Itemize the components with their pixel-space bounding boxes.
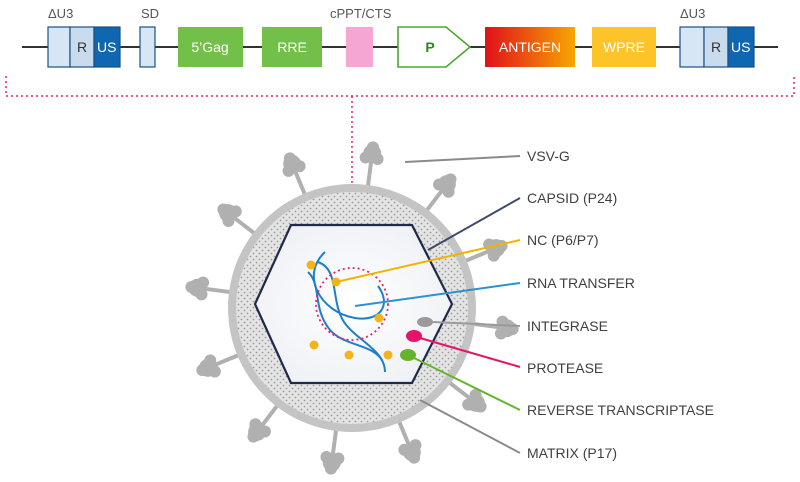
rre-block	[262, 27, 322, 67]
vsvg-spike-head	[469, 389, 482, 402]
vsvg-spike-head	[258, 425, 271, 438]
rt-callout-line	[413, 357, 521, 411]
vsvg-spike-head	[282, 164, 295, 177]
right-ltr-us-label: US	[731, 39, 750, 55]
vsvg-spike-head	[196, 364, 209, 377]
right-ltr-r-label: R	[711, 39, 721, 55]
vsvg-spike-head	[283, 152, 296, 165]
capsid-hexagon	[253, 223, 454, 385]
capsid-label: CAPSID (P24)	[527, 190, 617, 206]
vsvg-spike-head	[367, 141, 380, 154]
left-ltr: ΔU3 R US	[47, 6, 121, 68]
wpre-element: WPRE	[592, 27, 656, 67]
vsvg-spike-head	[444, 173, 457, 186]
integrase-callout-line	[432, 321, 521, 327]
vsvg-spike-head	[204, 354, 217, 367]
vsvg-spike-head	[442, 185, 455, 198]
protease-callout-line	[419, 337, 521, 368]
matrix-callout-line	[419, 399, 521, 454]
vsvg-spike-head	[229, 205, 242, 218]
left-ltr-r-label: R	[77, 39, 87, 55]
vsvg-callout-line	[404, 155, 521, 163]
vsvg-spike-head	[359, 151, 372, 164]
vsvg-spike-head	[371, 153, 384, 166]
left-ltr-us-label: US	[97, 39, 116, 55]
left-ltr-top-label: ΔU3	[48, 6, 73, 21]
vsvg-spike-head	[332, 452, 345, 465]
rt-label: REVERSE TRANSCRIPTASE	[527, 402, 714, 418]
capsid-callout-line	[427, 197, 521, 251]
right-ltr-us-block	[727, 26, 755, 68]
wpre-block	[592, 27, 656, 67]
construct-bracket	[5, 76, 795, 97]
antigen-element: ANTIGEN	[485, 27, 575, 67]
promoter-arrow	[397, 26, 472, 68]
promoter-label: P	[425, 39, 434, 55]
protease-label: PROTEASE	[527, 360, 603, 376]
integrase-label: INTEGRASE	[527, 318, 608, 334]
vsvg-spike-head	[494, 327, 507, 340]
matrix-label: MATRIX (P17)	[527, 445, 617, 461]
nc-callout-line	[335, 239, 521, 283]
vsvg-spike-head	[320, 450, 333, 463]
promoter-element: P	[397, 26, 472, 68]
nc-proteins	[306, 260, 393, 360]
right-ltr-u3-block	[679, 26, 705, 68]
cppt-element: cPPT/CTS	[330, 6, 392, 67]
right-ltr-r-block	[703, 26, 729, 68]
antigen-block	[485, 27, 575, 67]
vsvg-spike-head	[208, 365, 221, 378]
sd-top-label: SD	[141, 6, 159, 21]
rna-genome-circle	[315, 267, 389, 341]
vsvg-spike-head	[249, 418, 262, 431]
left-ltr-us-block	[93, 26, 121, 68]
rre-label: RRE	[277, 39, 307, 55]
vsvg-spike-head	[293, 160, 306, 173]
rna-strands	[307, 251, 386, 373]
vsvg-spike-head	[409, 439, 422, 452]
rna-label: RNA TRANSFER	[527, 275, 635, 291]
gag-block	[178, 27, 243, 67]
wpre-label: WPRE	[603, 39, 645, 55]
reverse-transcriptase-protein	[400, 349, 416, 361]
sd-block	[139, 26, 156, 68]
vsvg-spike-head	[197, 276, 210, 289]
vsvg-spike-head	[217, 203, 230, 216]
sd-element: SD	[139, 6, 159, 68]
vsvg-spike-head	[222, 214, 235, 227]
integrase-protein	[417, 317, 433, 327]
cppt-block	[346, 27, 373, 67]
vsvg-spike-head	[462, 398, 475, 411]
vsvg-spike-head	[474, 400, 487, 413]
rna-callout-line	[354, 282, 521, 307]
protease-protein	[406, 330, 422, 342]
vsvg-spike-head	[433, 178, 446, 191]
vsvg-spike-head	[195, 288, 208, 301]
rre-element: RRE	[262, 27, 322, 67]
vsvg-spike-head	[398, 443, 411, 456]
right-ltr-top-label: ΔU3	[680, 6, 705, 21]
gag-element: 5’Gag	[178, 27, 243, 67]
gag-label: 5’Gag	[191, 39, 228, 55]
vsvg-spike-head	[324, 462, 337, 475]
right-ltr: ΔU3 R US	[679, 6, 755, 68]
cppt-top-label: cPPT/CTS	[330, 6, 392, 21]
antigen-label: ANTIGEN	[499, 39, 561, 55]
vsvg-spike-head	[408, 451, 421, 464]
nc-label: NC (P6/P7)	[527, 232, 599, 248]
vsvg-spike-head	[487, 249, 500, 262]
left-ltr-u3-block	[47, 26, 71, 68]
vsvg-spike-head	[247, 430, 260, 443]
vsvg-spike-head	[185, 280, 198, 293]
vsvg-label: VSV-G	[527, 148, 570, 164]
